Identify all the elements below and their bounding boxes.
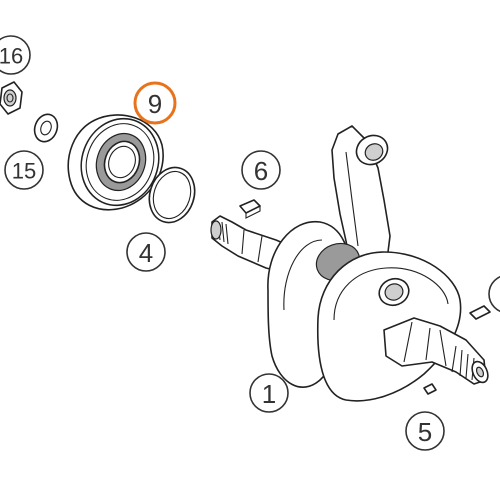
callout-6-label: 6 — [254, 156, 268, 186]
callout-4[interactable]: 4 — [126, 232, 166, 272]
callout-partial-right[interactable]: 6 — [488, 275, 500, 313]
callout-6[interactable]: 6 — [241, 150, 281, 190]
callout-16[interactable]: 16 — [0, 35, 31, 75]
callout-1[interactable]: 1 — [249, 373, 289, 413]
shim-ring-part — [148, 166, 196, 224]
pin-part — [423, 383, 437, 395]
washer-part — [33, 113, 59, 143]
callout-16-label: 16 — [0, 44, 23, 69]
callout-4-label: 4 — [139, 238, 153, 268]
nut-part — [0, 81, 23, 115]
callout-15-label: 15 — [12, 159, 36, 184]
callout-9[interactable]: 9 — [133, 81, 177, 125]
woodruff-key-right — [469, 305, 491, 320]
callout-5[interactable]: 5 — [405, 411, 445, 451]
callout-1-label: 1 — [262, 379, 276, 409]
callout-9-label: 9 — [148, 89, 162, 119]
crankshaft-part — [210, 125, 489, 402]
woodruff-key-upper — [239, 199, 261, 219]
callout-5-label: 5 — [418, 417, 432, 447]
bearing-part — [67, 114, 164, 211]
callout-15[interactable]: 15 — [4, 150, 44, 190]
